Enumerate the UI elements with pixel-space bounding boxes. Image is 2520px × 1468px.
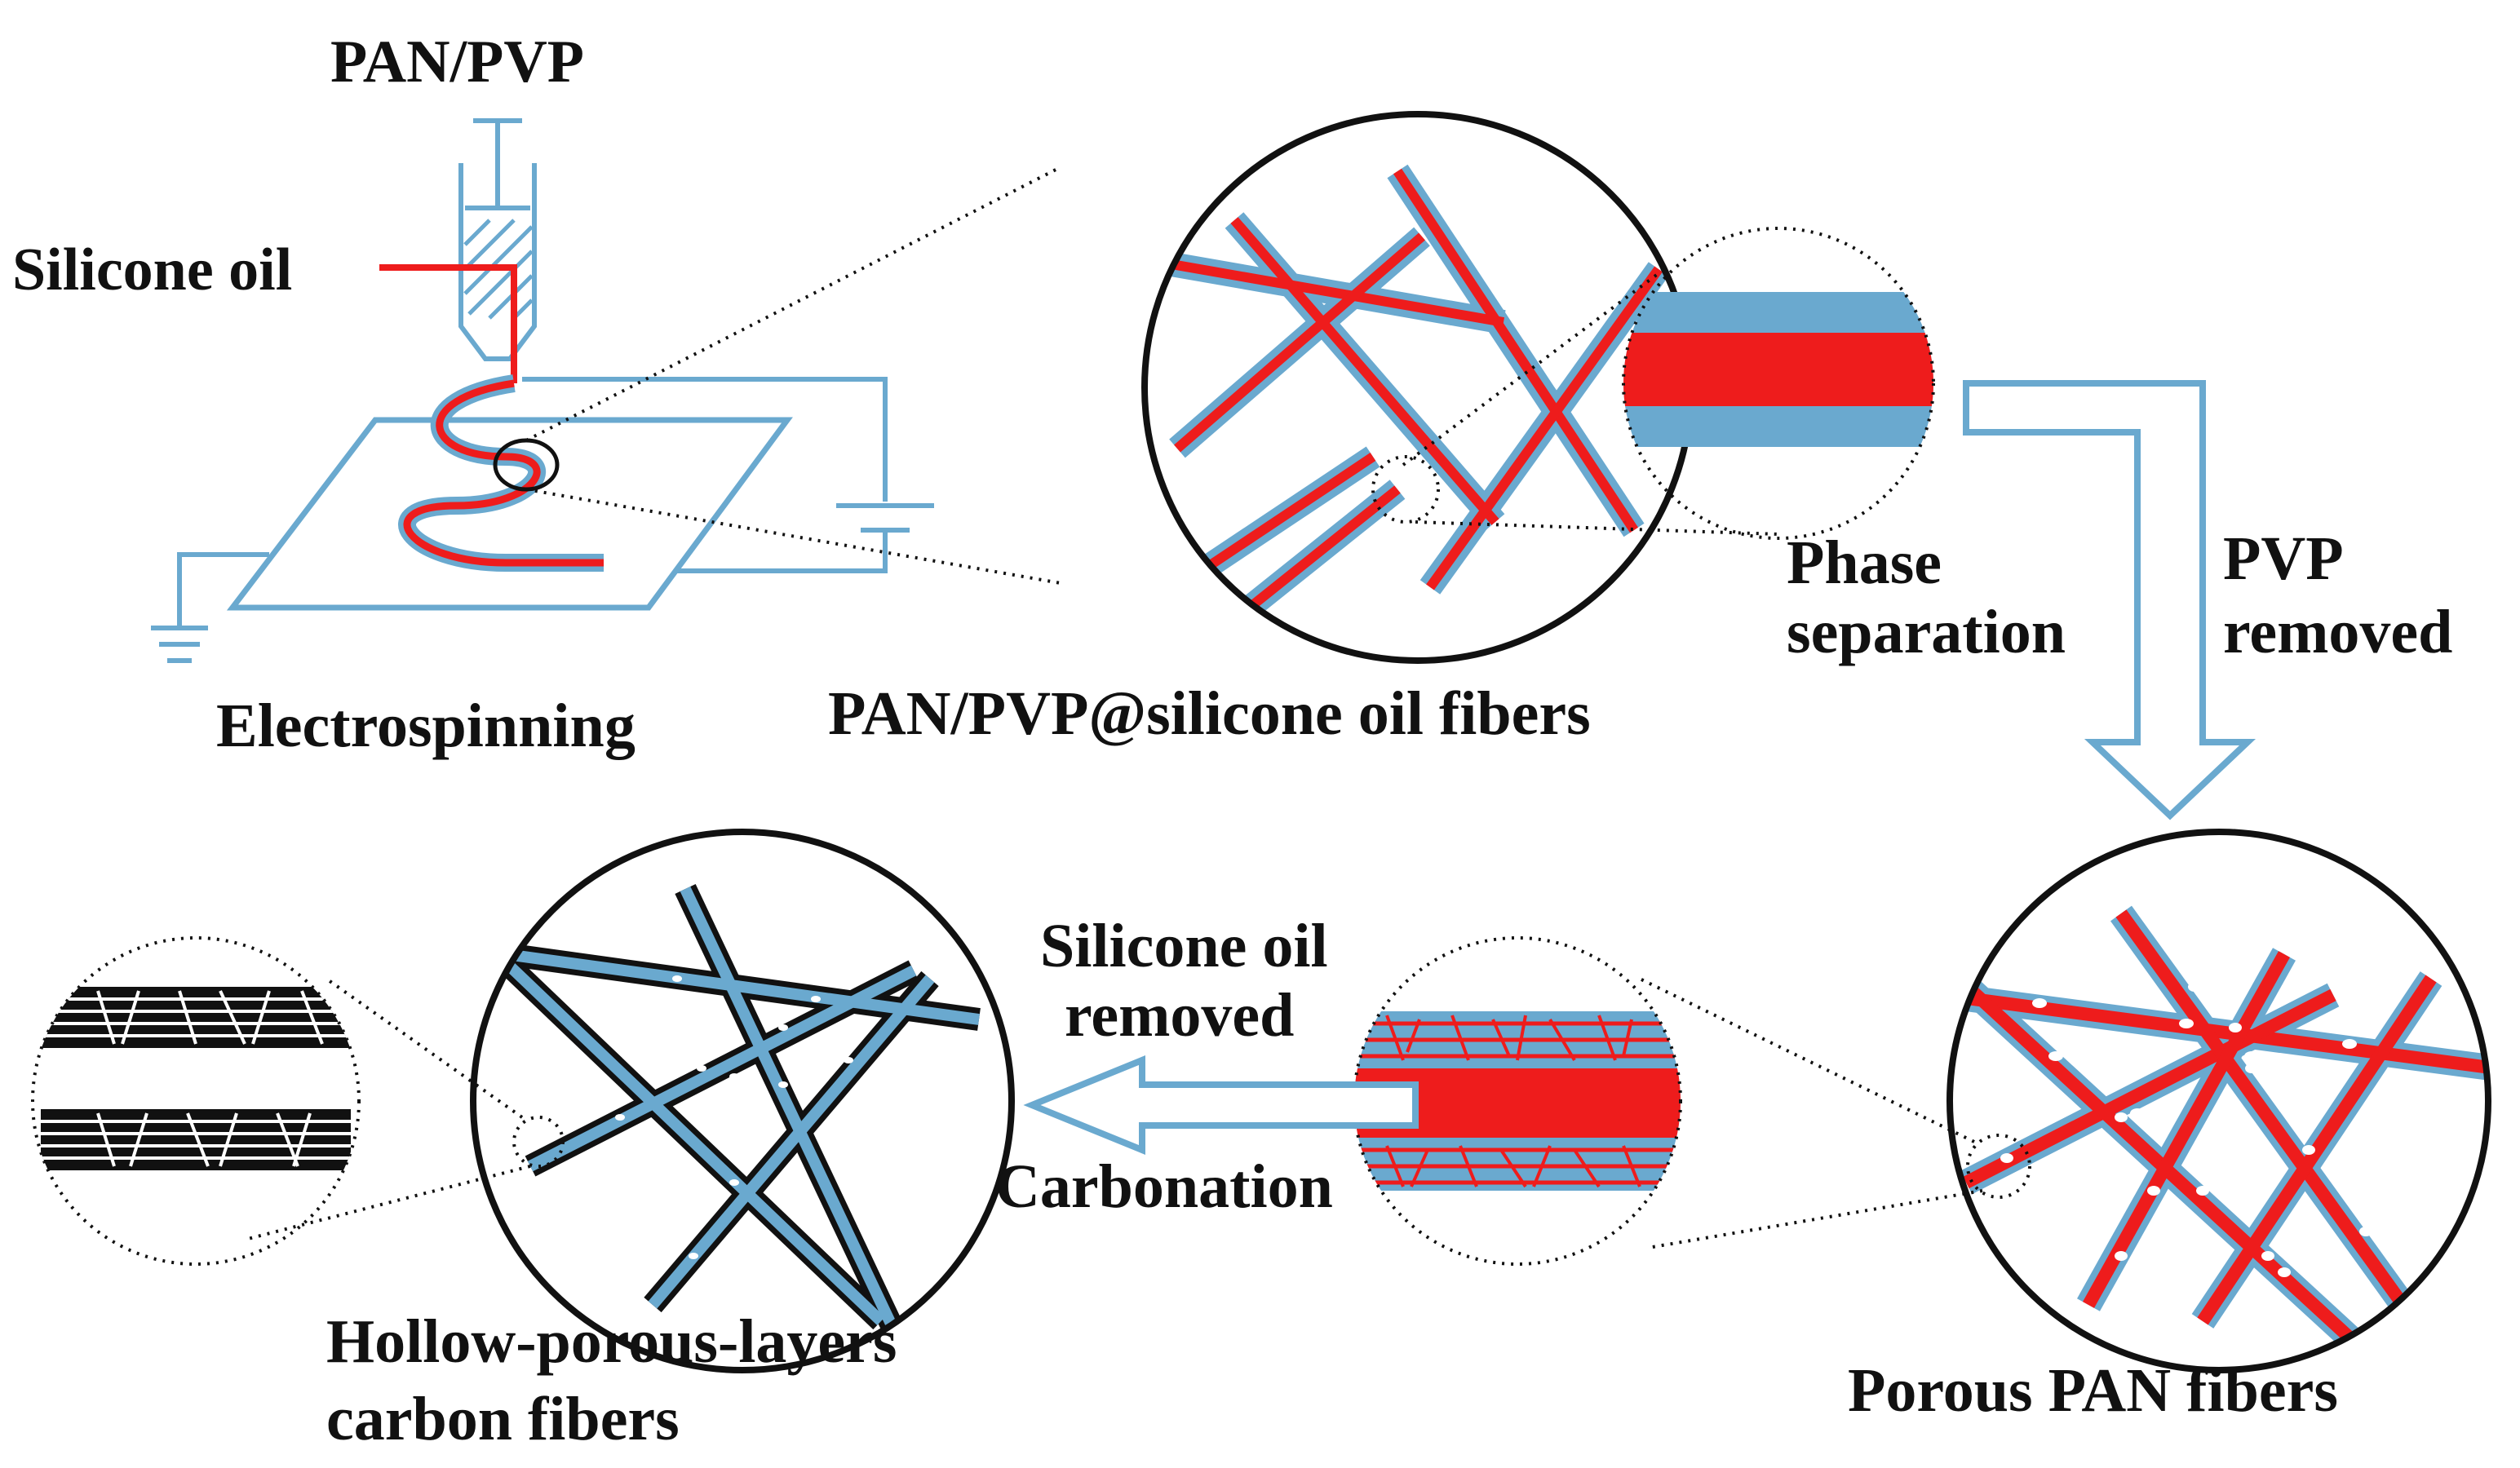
label-pan-pvp: PAN/PVP	[330, 29, 584, 95]
composite-fibers-circle	[1141, 111, 1694, 664]
carbon-pores	[615, 959, 861, 1259]
label-porous-pan: Porous PAN fibers	[1848, 1356, 2338, 1425]
label-hollow-line1: Hollow-porous-layers	[326, 1307, 897, 1376]
label-electrospinning: Electrospinning	[216, 692, 636, 760]
label-composite-fibers: PAN/PVP@silicone oil fibers	[828, 679, 1591, 748]
label-silicone-removed-line1: Silicone oil	[1040, 912, 1328, 980]
porous-pan-fibers-circle	[1946, 829, 2491, 1373]
label-carbonation: Carbonation	[995, 1152, 1333, 1221]
label-hollow-line2: carbon fibers	[326, 1385, 680, 1453]
zoom-lines-2	[1402, 268, 1779, 536]
fiber-jet-red	[403, 379, 604, 567]
fiber-jet-blue	[398, 374, 604, 572]
zoom-lines-1	[525, 166, 1061, 585]
phase-separation-arrow	[1963, 380, 2256, 820]
syringe	[458, 118, 537, 361]
carbon-fibers-circle	[470, 829, 1015, 1373]
power-supply-wire	[522, 377, 934, 573]
ground-wire	[151, 552, 269, 663]
label-silicone-oil: Silicone oil	[12, 237, 292, 303]
silicone-oil-feed-line	[379, 264, 517, 383]
zoom-lines-3	[1639, 977, 1983, 1249]
pores	[2000, 982, 2397, 1277]
collector-plate	[226, 417, 793, 611]
carbonation-arrow	[1023, 1055, 1419, 1155]
core-shell-fiber-detail	[1622, 227, 1935, 540]
label-pvp-line1: PVP	[2223, 524, 2344, 593]
label-pvp-line2: removed	[2223, 598, 2452, 666]
electrospinning-setup	[151, 118, 934, 663]
label-silicone-removed-line2: removed	[1065, 981, 1294, 1050]
label-phase-line1: Phase	[1787, 528, 1942, 597]
label-phase-line2: separation	[1787, 598, 2066, 666]
labels: PAN/PVP Silicone oil Electrospinning PAN…	[12, 29, 2452, 1453]
carbon-fiber-detail	[31, 936, 361, 1266]
